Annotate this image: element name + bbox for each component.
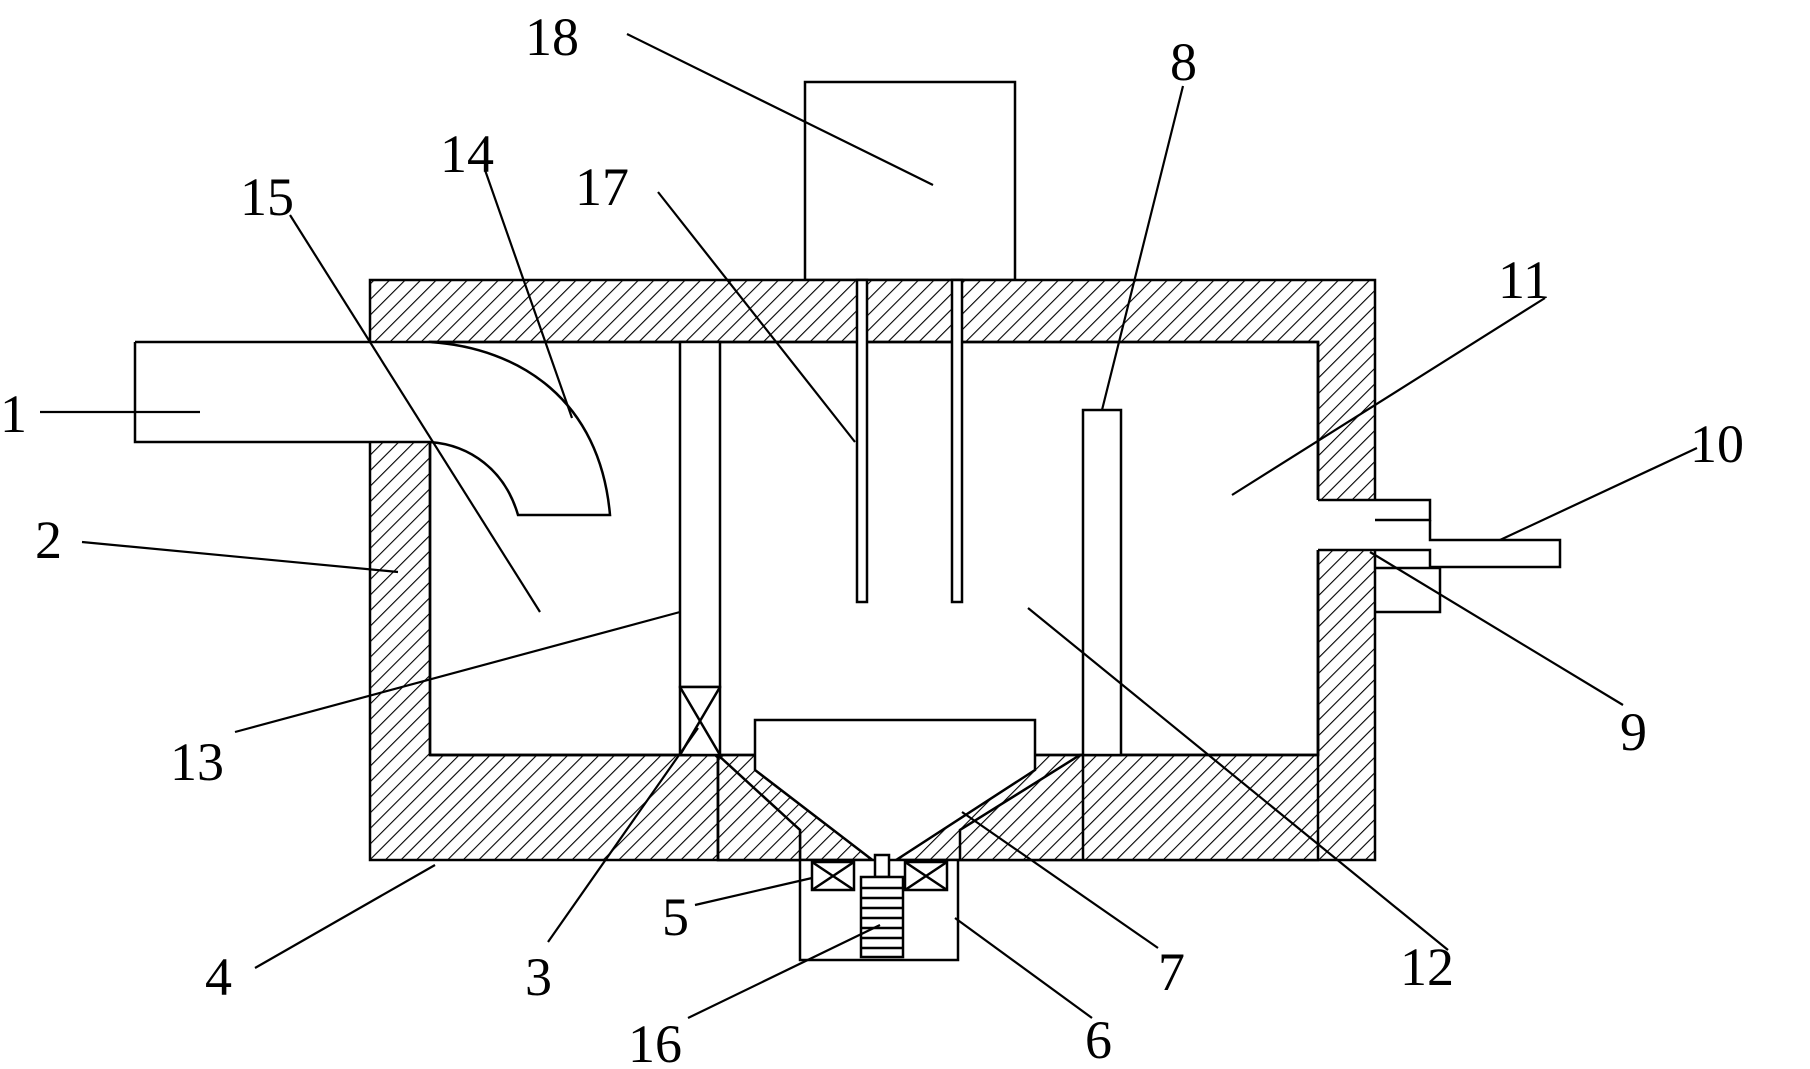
screw-shaft bbox=[873, 853, 891, 879]
label-12: 12 bbox=[1400, 937, 1454, 997]
stirrer-rod-right bbox=[950, 278, 964, 604]
label-10: 10 bbox=[1690, 414, 1744, 474]
label-4: 4 bbox=[205, 947, 232, 1007]
label-3: 3 bbox=[525, 947, 552, 1007]
stirrer-rod-left bbox=[855, 278, 869, 604]
label-11: 11 bbox=[1498, 250, 1550, 310]
outlet-flange bbox=[1318, 498, 1432, 522]
label-16: 16 bbox=[628, 1014, 682, 1069]
outlet-gap bbox=[1316, 500, 1378, 550]
leader-lines bbox=[40, 33, 1698, 1019]
inner-cavity bbox=[428, 340, 1320, 757]
motor-box bbox=[803, 80, 1017, 282]
seal-left-cross bbox=[811, 860, 855, 892]
label-1: 1 bbox=[0, 384, 27, 444]
label-8: 8 bbox=[1170, 32, 1197, 92]
label-6: 6 bbox=[1085, 1010, 1112, 1069]
overflow-weir bbox=[1081, 408, 1123, 757]
label-2: 2 bbox=[35, 510, 62, 570]
label-5: 5 bbox=[662, 887, 689, 947]
inlet-pipe bbox=[133, 340, 430, 444]
label-14: 14 bbox=[440, 124, 494, 184]
label-15: 15 bbox=[240, 167, 294, 227]
outlet-pipe bbox=[1428, 520, 1562, 569]
seal-right-cross bbox=[904, 860, 948, 892]
inlet-elbow bbox=[429, 340, 612, 517]
label-17: 17 bbox=[575, 157, 629, 217]
label-18: 18 bbox=[525, 7, 579, 67]
label-9: 9 bbox=[1620, 702, 1647, 762]
screw-threads bbox=[861, 886, 903, 950]
label-7: 7 bbox=[1158, 942, 1185, 1002]
label-13: 13 bbox=[170, 732, 224, 792]
outlet-flange-lower bbox=[1318, 548, 1442, 614]
partition-plate bbox=[678, 340, 722, 689]
